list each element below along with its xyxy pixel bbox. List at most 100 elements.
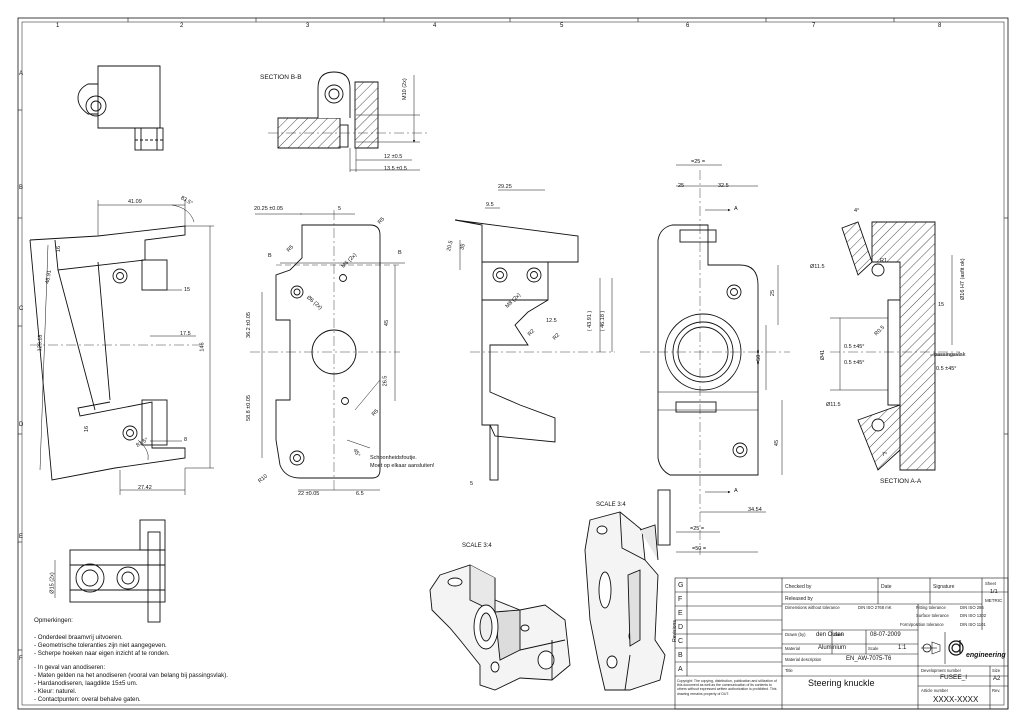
dim-aa-15: 15 xyxy=(938,302,945,308)
dim-front-5: 5 xyxy=(338,206,342,212)
drawn-by-value: den Outen xyxy=(816,632,845,638)
title-label: Title xyxy=(785,668,793,673)
dim-rv-50b: =50 = xyxy=(692,546,707,552)
rev-row-g: G xyxy=(678,582,684,589)
zone-col-2: 2 xyxy=(180,23,184,29)
dim-rv-325: 32.5 xyxy=(718,183,729,189)
dim-aa-7: 7° xyxy=(882,452,888,458)
material-label: Material xyxy=(785,646,800,651)
dim-front-2025: 20.25 ±0.05 xyxy=(254,206,284,212)
dim-bb-12: 12 ±0.5 xyxy=(384,154,403,160)
note-line: - Geometrische toleranties zijn niet aan… xyxy=(34,642,167,649)
zone-row-e: E xyxy=(19,534,24,540)
dims-tol-std: DIN ISO 2768 mK xyxy=(858,605,892,610)
material-desc-label: Material description xyxy=(785,657,822,662)
dim-aa-o16: Ø16 H7 (asfit ok) xyxy=(960,258,966,300)
rev-row-c: C xyxy=(678,638,684,645)
dim-side-146: 146 xyxy=(199,342,206,352)
material-value: Aluminium xyxy=(818,645,847,651)
dev-label: Development number xyxy=(921,668,962,673)
dev-value: FUSEE_I xyxy=(940,674,968,681)
dim-bb-m10: M10 (2x) xyxy=(402,78,408,100)
dim-front-265: 26.5 xyxy=(382,375,389,387)
sheet-value: 1/1 xyxy=(990,589,998,595)
notes-block: Opmerkingen: - Onderdeel braamvrij uitvo… xyxy=(34,617,234,704)
note-line: - Hardanodiseren, laagdikte 15±5 um. xyxy=(34,680,138,687)
view-front xyxy=(250,210,405,491)
dim-mid-125: 12.5 xyxy=(546,318,557,324)
dim-rv-25c: 25 xyxy=(770,289,777,297)
zone-col-7: 7 xyxy=(812,23,816,29)
notes-title: Opmerkingen: xyxy=(34,617,73,624)
brand-logo xyxy=(921,640,964,656)
zone-row-f: F xyxy=(19,656,23,662)
size-label: Size xyxy=(992,668,1001,673)
title-block-lines xyxy=(674,577,1009,710)
released-by-label: Released by xyxy=(785,596,813,602)
dim-side-4109: 41.09 xyxy=(128,199,142,205)
dim-iso-15: Ø15 (2x) xyxy=(49,572,56,594)
dim-front-22: 22 ±0.05 xyxy=(298,491,320,497)
dim-aa-o41: Ø41 xyxy=(820,349,827,361)
revisions-label: Revisions xyxy=(671,620,678,642)
iso-view-right xyxy=(584,511,666,691)
drawing-title: Steering knuckle xyxy=(808,678,875,688)
iso-view-left xyxy=(429,564,571,691)
view-right xyxy=(640,164,790,555)
dim-rv-50a: =50 = xyxy=(756,349,763,365)
view-section-aa xyxy=(830,221,960,471)
dim-front-362: 36.2 ±0.05 xyxy=(245,312,252,338)
units-label: METRIC xyxy=(985,598,1003,603)
scale-label-left: SCALE 3:4 xyxy=(462,543,492,549)
dim-mid-5: 5 xyxy=(470,481,474,487)
surface-tol-label: Surface tolerance xyxy=(916,613,949,618)
note-line: - Kleur: naturel. xyxy=(34,688,77,695)
dim-side-16a: 16 xyxy=(56,245,63,253)
dim-rv-45: 45 xyxy=(774,439,781,447)
fitting-tol-label: Fitting tolerance xyxy=(916,605,946,610)
scale-value: 1:1 xyxy=(898,645,907,651)
zone-col-4: 4 xyxy=(433,23,437,29)
front-note-line2: Moet op elkaar aansluiten! xyxy=(370,463,435,469)
dim-aa-115a: Ø11.5 xyxy=(810,264,825,270)
dim-side-8: 8 xyxy=(184,437,188,443)
dim-mid-95: 9.5 xyxy=(486,202,494,208)
surface-tol-std: DIN ISO 1302 xyxy=(960,613,987,618)
note-line: - Maten gelden na het anodiseren (vooral… xyxy=(34,672,228,679)
dim-front-588: 58.8 ±0.05 xyxy=(245,395,252,421)
dim-aa-pass: passingsvlak xyxy=(934,352,966,358)
size-value: A2 xyxy=(993,676,1001,682)
view-top-left xyxy=(77,65,164,151)
dim-side-16b: 16 xyxy=(84,425,91,433)
date-label: Date xyxy=(834,632,843,637)
zone-row-a: A xyxy=(19,71,24,77)
dim-mid-2925: 29.25 xyxy=(498,184,512,190)
dim-aa-05c: 0.5 ±45° xyxy=(936,366,957,372)
form-tol-std: DIN ISO 1101 xyxy=(960,622,986,627)
dim-side-15: 15 xyxy=(184,287,191,293)
drawn-by-label: Drawn (by) xyxy=(785,632,806,637)
dim-aa-r1: R1 xyxy=(880,258,888,264)
note-line: - In geval van anodiseren: xyxy=(34,664,106,671)
date-header: Date xyxy=(881,584,892,590)
dim-aa-05b: 0.5 ±45° xyxy=(844,360,865,366)
scale-label-right: SCALE 3:4 xyxy=(596,502,626,508)
dim-front-45: 45 xyxy=(384,319,391,327)
checked-by-label: Checked by xyxy=(785,584,812,590)
view-side xyxy=(29,200,214,495)
dim-side-175: 17.5 xyxy=(180,331,191,337)
zone-col-1: 1 xyxy=(56,23,60,29)
zone-col-5: 5 xyxy=(560,23,564,29)
front-note-line1: Schoonheidsfoutje. xyxy=(370,455,417,461)
dim-side-12318: 123.18 xyxy=(37,334,44,352)
section-bb-title: SECTION B-B xyxy=(260,74,302,81)
sheet-label: Sheet xyxy=(985,581,996,586)
dim-front-b-right: B xyxy=(398,250,402,256)
copyright-text: Copyright: The copying, distribution, pu… xyxy=(677,679,777,696)
dim-mid-4391: ( 43.91 ) xyxy=(587,310,594,332)
zone-row-c: C xyxy=(19,306,24,312)
date-value: 08-07-2009 xyxy=(870,632,901,638)
note-line: - Scherpe hoeken naar eigen inzicht af t… xyxy=(34,650,170,657)
dim-side-2742: 27.42 xyxy=(138,485,152,491)
